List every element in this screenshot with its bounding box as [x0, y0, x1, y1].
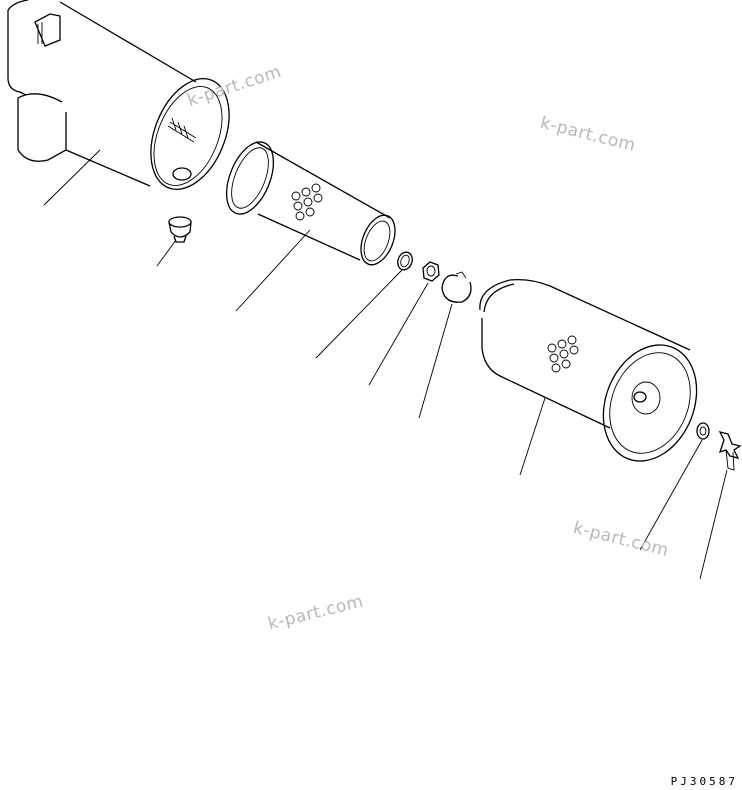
o-ring-small[interactable] [395, 250, 414, 272]
snap-ring[interactable] [441, 271, 472, 303]
outer-element[interactable] [479, 278, 713, 476]
inner-safety-element[interactable] [217, 135, 401, 269]
nut[interactable] [422, 261, 440, 282]
diagram-id-label: PJ30587 [670, 775, 738, 788]
wing-nut[interactable] [718, 431, 742, 471]
evacuator-valve[interactable] [168, 216, 192, 243]
air-cleaner-body[interactable] [7, 0, 244, 201]
leader-lines [43, 149, 728, 580]
washer[interactable] [696, 422, 710, 440]
